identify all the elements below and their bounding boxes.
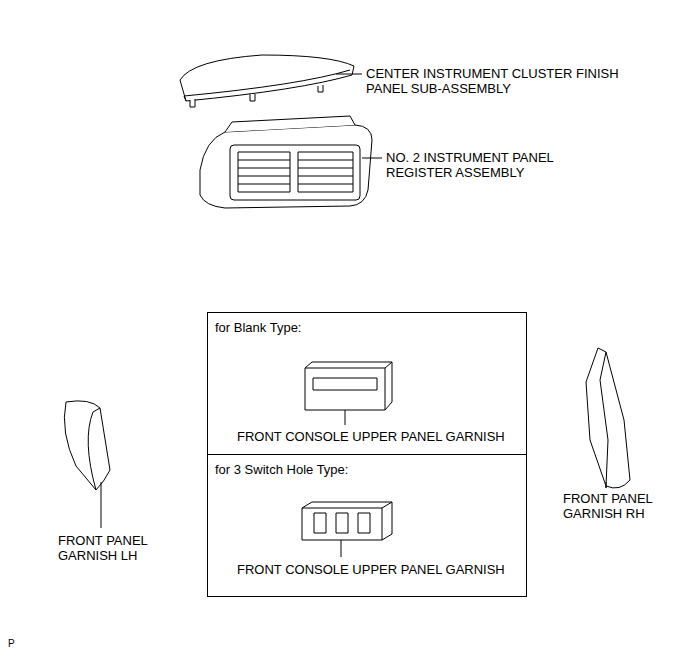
switch-hole [336, 513, 348, 533]
panel-tab [318, 85, 323, 92]
leader-line [341, 540, 342, 557]
variant-box: for Blank Type: FRONT CONSOLE UPPER PANEL… [207, 312, 527, 455]
vent [298, 152, 353, 192]
part-label: NO. 2 INSTRUMENT PANEL REGISTER ASSEMBLY [386, 150, 581, 180]
switch-hole [314, 513, 326, 533]
vent [238, 152, 290, 192]
leader-line [336, 74, 362, 75]
part-name: FRONT CONSOLE UPPER PANEL GARNISH [237, 562, 505, 577]
garnish-lh [64, 401, 110, 490]
leader-line [606, 486, 607, 488]
garnish-rh [586, 348, 630, 488]
switch-hole [358, 513, 370, 533]
panel-tab [250, 94, 255, 101]
part-label: CENTER INSTRUMENT CLUSTER FINISH PANEL S… [366, 66, 626, 96]
finish-panel-edge [184, 70, 350, 101]
part-label: FRONT PANEL GARNISH RH [563, 491, 673, 521]
variant-box: for 3 Switch Hole Type: FRONT CONSOLE UPP… [207, 454, 527, 597]
register-top [225, 116, 355, 132]
variant-heading: for Blank Type: [215, 320, 301, 335]
panel-tab [190, 99, 195, 107]
figure-code: P [8, 636, 38, 651]
finish-panel [180, 55, 354, 101]
garnish-rh-edge [600, 352, 608, 486]
switch-garnish [302, 502, 392, 540]
leader-line [101, 482, 102, 528]
variant-heading: for 3 Switch Hole Type: [215, 462, 348, 477]
switch-garnish-face [302, 502, 392, 540]
blank-garnish [305, 362, 392, 410]
leader-line [362, 158, 382, 159]
register-face [230, 145, 360, 200]
leader-line [606, 482, 607, 488]
garnish-lh-edge [88, 408, 100, 490]
blank-opening [313, 378, 377, 390]
leader-line [345, 410, 346, 425]
part-name: FRONT CONSOLE UPPER PANEL GARNISH [237, 429, 505, 444]
register-body [200, 125, 372, 208]
blank-garnish-face [305, 362, 392, 410]
part-label: FRONT PANEL GARNISH LH [58, 533, 168, 563]
